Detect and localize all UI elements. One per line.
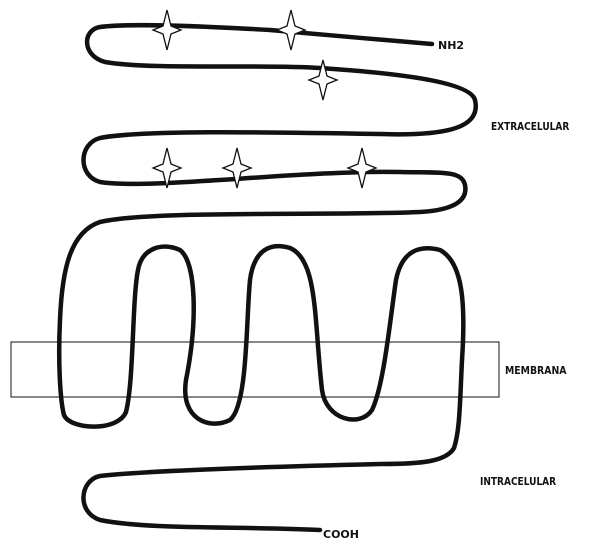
label-cooh: COOH <box>323 528 359 541</box>
label-nh2: NH2 <box>438 39 464 52</box>
protein-chain <box>59 25 476 530</box>
label-extracelular: EXTRACELULAR <box>491 121 570 133</box>
glycosylation-star-icon <box>277 10 305 50</box>
label-membrana: MEMBRANA <box>505 365 567 377</box>
membrane-band <box>11 342 499 397</box>
label-intracelular: INTRACELULAR <box>480 476 556 488</box>
glycosylation-star-icon <box>223 148 251 188</box>
glycosylation-star-icon <box>153 10 181 50</box>
glycosylation-star-icon <box>348 148 376 188</box>
